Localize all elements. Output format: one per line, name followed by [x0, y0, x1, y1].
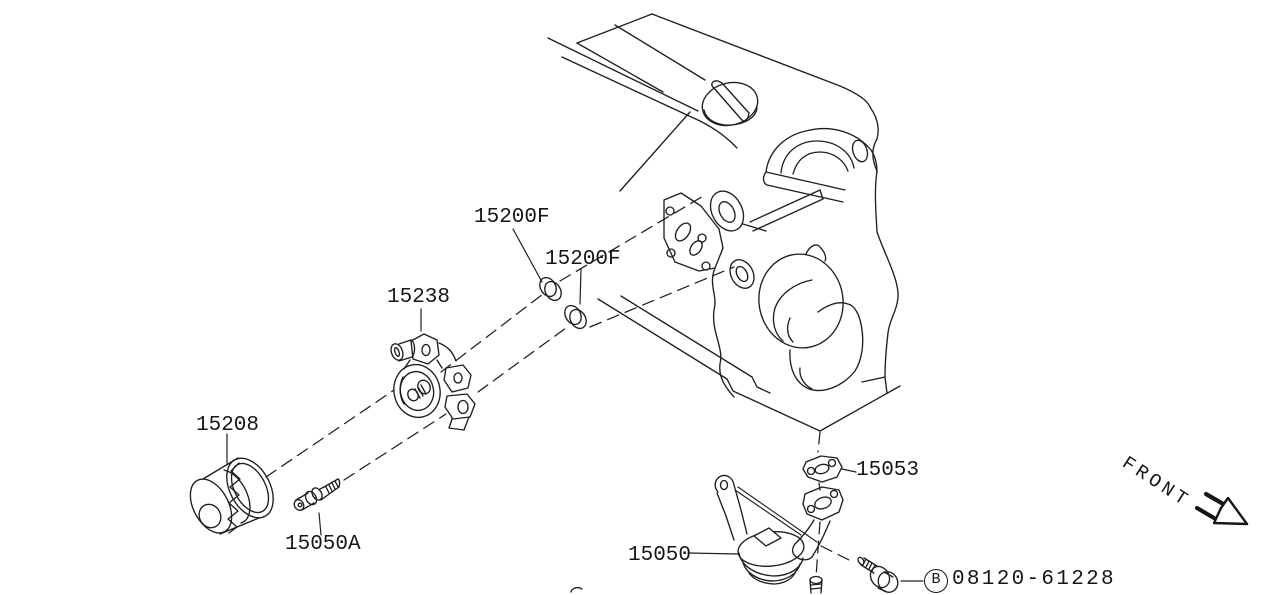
- callout-connector-stud: 15050A: [285, 533, 361, 556]
- callout-filter-bracket: 15238: [387, 286, 451, 309]
- filter-bracket-art: [390, 333, 476, 431]
- bolt-b-art: [857, 556, 899, 593]
- callout-oring-upper: 15200F: [474, 206, 550, 229]
- oil-strainer-art: [714, 474, 844, 594]
- callout-strainer-gasket: 15053: [856, 459, 920, 482]
- connector-stud-art: [293, 478, 341, 511]
- callout-oil-filter: 15208: [196, 414, 260, 437]
- oring-lower-art: [564, 304, 587, 330]
- assembly-dashed-lines: [265, 194, 854, 578]
- gasket-art: [802, 455, 843, 483]
- leader-lines: [226, 228, 924, 582]
- oring-upper-art: [539, 276, 562, 302]
- oil-filter-art: [189, 457, 274, 535]
- engine-block-art: [547, 13, 901, 593]
- callout-strainer-bolt: 08120-61228: [952, 568, 1116, 591]
- callout-oil-strainer: 15050: [628, 544, 692, 567]
- front-arrow-icon: [1194, 491, 1249, 526]
- bolt-ref-letter-badge: B: [924, 569, 948, 593]
- callout-oring-lower: 15200F: [545, 248, 621, 271]
